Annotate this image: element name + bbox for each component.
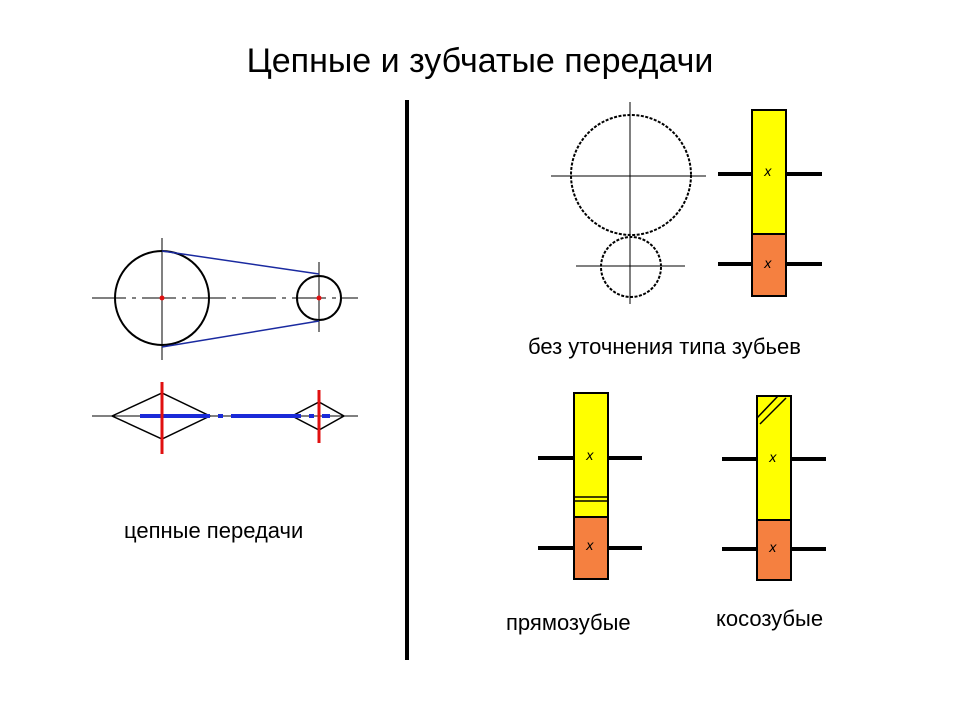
chain-drive-side-view <box>92 382 358 454</box>
spur-lower-mark: x <box>585 539 594 554</box>
small-sprocket-circle <box>296 275 342 321</box>
spur-lower-gear <box>573 516 609 580</box>
chain-drive-top-view <box>92 238 358 360</box>
helical-tooth-line-2 <box>759 397 787 425</box>
helical-tooth-line-1 <box>756 395 779 419</box>
small-sprocket-rhombus <box>290 401 346 431</box>
small-sprocket-center-dot <box>316 295 322 301</box>
page-title: Цепные и зубчатые передачи <box>246 42 714 80</box>
helical-upper-gear <box>756 395 792 521</box>
helical-lower-mark: x <box>768 541 777 556</box>
generic-lower-gear <box>751 233 787 297</box>
small-gear-circle <box>600 236 662 298</box>
big-sprocket-center-dot <box>159 295 165 301</box>
chain-upper-line <box>161 250 320 275</box>
caption-spur-gears: прямозубые <box>506 610 631 635</box>
helical-lower-gear <box>756 519 792 581</box>
caption-chain-drives: цепные передачи <box>124 518 304 543</box>
gear-pair-spur: x x <box>538 392 642 580</box>
chain-lower-line <box>161 320 320 348</box>
big-gear-circle <box>570 114 692 236</box>
generic-upper-gear <box>751 109 787 235</box>
helical-upper-mark: x <box>768 451 777 466</box>
caption-gear-generic: без уточнения типа зубьев <box>528 334 801 359</box>
generic-upper-mark: x <box>763 165 772 180</box>
caption-helical-gears: косозубые <box>716 606 824 631</box>
gear-pair-helical: x x <box>722 395 826 581</box>
spur-upper-mark: x <box>585 449 594 464</box>
generic-lower-mark: x <box>763 257 772 272</box>
gear-pair-generic: x x <box>718 109 822 297</box>
gear-drive-top-view <box>551 102 706 304</box>
